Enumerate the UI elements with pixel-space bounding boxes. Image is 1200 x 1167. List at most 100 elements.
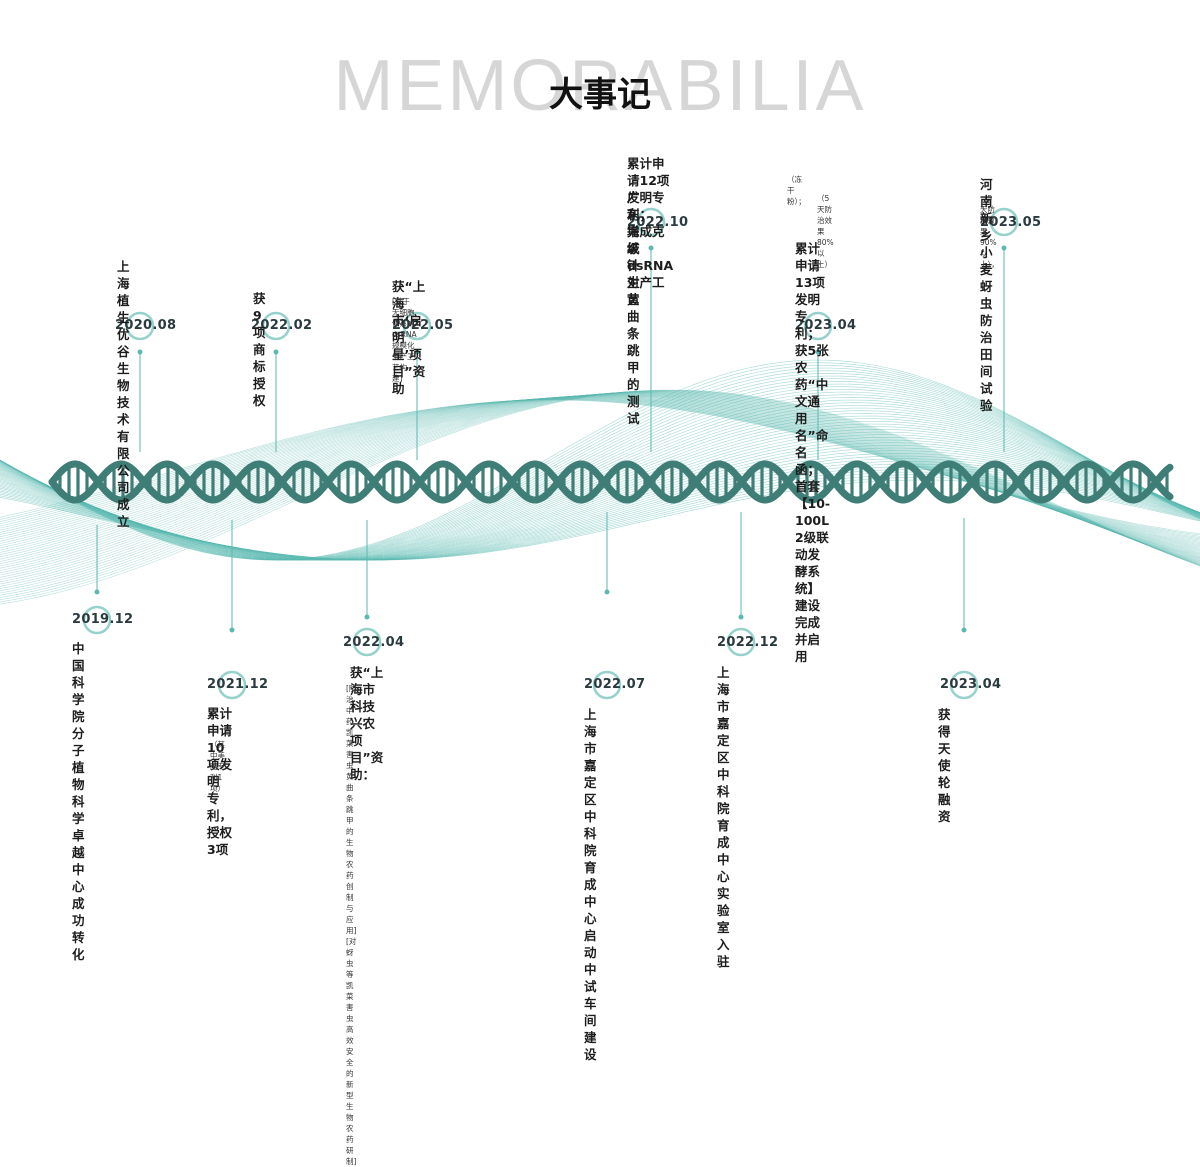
marker-ring [261, 311, 291, 341]
marker-ring [636, 207, 666, 237]
marker-ring [352, 627, 382, 657]
event-date: 2021.12 [207, 677, 269, 692]
event-date: 2023.05 [980, 215, 1042, 230]
event-note: [防治中药凯菜害虫黄曲条跳甲的生物农药创制与应用] [对蚜虫等凯菜害虫高效安全的… [346, 684, 357, 1166]
event-note: （5天防治效果90%以上）， [980, 194, 999, 269]
wave-line [0, 396, 1200, 551]
marker-ring [217, 670, 247, 700]
event-text: 上海市嘉定区中科院 育成中心启动中试车 间建设 [584, 707, 597, 1062]
wave-line [0, 399, 1200, 534]
wave-line [0, 399, 1200, 536]
wave-line [0, 396, 1200, 561]
wave-line [0, 392, 1200, 583]
connector-dot [1001, 245, 1007, 251]
wave-line [0, 386, 1200, 561]
dna-timeline-graphic [0, 207, 1200, 700]
wave-line [0, 393, 1200, 571]
marker-ring [726, 627, 756, 657]
event-text-2: 广东增城针对黄曲条跳甲的测试 [627, 190, 640, 426]
background-title-memorabilia: MEMORABILIA [333, 46, 867, 126]
wave-line [0, 390, 1200, 600]
dna-helix [48, 460, 1174, 504]
wave-line [0, 389, 1200, 605]
event-inline-note: （冻干粉）； [787, 175, 806, 206]
connector-dot [815, 349, 821, 355]
wave-line [0, 375, 1200, 561]
marker-ring [803, 311, 833, 341]
marker-ring [949, 670, 979, 700]
wave-line [0, 391, 1200, 589]
timeline-connectors [82, 207, 1019, 700]
connector-dot [738, 614, 744, 620]
connector-dot [364, 614, 370, 620]
wave-line [0, 370, 1200, 561]
wave-line [0, 362, 1200, 561]
event-date: 2020.08 [115, 318, 177, 333]
wave-line [0, 391, 1200, 594]
wave-line [0, 392, 1200, 578]
wave-line [0, 390, 1200, 603]
wave-line [0, 365, 1200, 561]
connector-dot [273, 349, 279, 355]
marker-ring [592, 670, 622, 700]
wave-line [0, 396, 1200, 550]
event-date: 2019.12 [72, 612, 134, 627]
event-text: 上海市嘉定区中科院 育成中心实验室入驻 [717, 665, 730, 969]
wave-line [0, 397, 1200, 547]
event-date: 2022.04 [343, 635, 405, 650]
event-date: 2023.04 [795, 318, 857, 333]
event-date: 2023.04 [940, 677, 1002, 692]
wave-line [0, 392, 1200, 580]
wave-line [0, 390, 1200, 596]
flowing-wave-lines [0, 359, 1200, 605]
event-date: 2022.12 [717, 635, 779, 650]
wave-line [0, 367, 1200, 561]
marker-ring [402, 311, 432, 341]
wave-line [0, 359, 1200, 561]
event-date: 2022.10 [627, 215, 689, 230]
marker-ring [82, 605, 112, 635]
wave-line [0, 391, 1200, 587]
marker-ring [125, 311, 155, 341]
wave-line [0, 380, 1200, 561]
page-title: 大事记 [549, 75, 651, 115]
wave-line [0, 383, 1200, 561]
wave-line [0, 391, 1200, 585]
connector-dot [648, 245, 654, 251]
wave-line [0, 392, 1200, 576]
wave-line [0, 394, 1200, 561]
event-text: 中国科学院分子 植物科学卓越中 心成功转化 [72, 641, 85, 962]
connector-dot [604, 589, 610, 595]
marker-ring [989, 207, 1019, 237]
event-text: 获“上海市‘启明星’项目”资助 [392, 279, 426, 396]
connector-dot [961, 627, 967, 633]
wave-line [0, 394, 1200, 564]
wave-line [0, 396, 1200, 548]
wave-line [0, 372, 1200, 561]
wave-line [0, 391, 1200, 592]
event-date: 2022.02 [251, 318, 313, 333]
connector-dot [137, 349, 143, 355]
wave-line [0, 393, 1200, 574]
event-note: [基于无细胞体系的dsRNA规模化生产工艺构建] [392, 297, 417, 383]
event-date: 2022.05 [392, 318, 454, 333]
wave-line [0, 394, 1200, 567]
event-text: 累计申请12项发明专利； 完成克级dsRNA 生产工艺 [627, 156, 674, 307]
wave-line [0, 396, 1200, 549]
wave-line [0, 394, 1200, 562]
wave-line [0, 397, 1200, 546]
helix-strand [48, 460, 1174, 504]
connector-dot [94, 589, 100, 595]
helix-strand [48, 460, 1174, 504]
event-note-2: （5天防治效果80%以上） [817, 194, 834, 269]
wave-line [0, 378, 1200, 561]
wave-line [0, 389, 1200, 561]
event-text: 累计申请13项发明专利； 获5张农药“中文通用名”命名函； 首套【10-100L… [795, 241, 831, 664]
event-text: 河南新乡小麦蚜虫防治田间试验 [980, 177, 993, 413]
event-date: 2022.07 [584, 677, 646, 692]
wave-line [0, 390, 1200, 598]
wave-line [0, 391, 1200, 561]
connector-dot [414, 349, 420, 355]
wave-line [0, 397, 1200, 544]
connector-dot [229, 627, 235, 633]
